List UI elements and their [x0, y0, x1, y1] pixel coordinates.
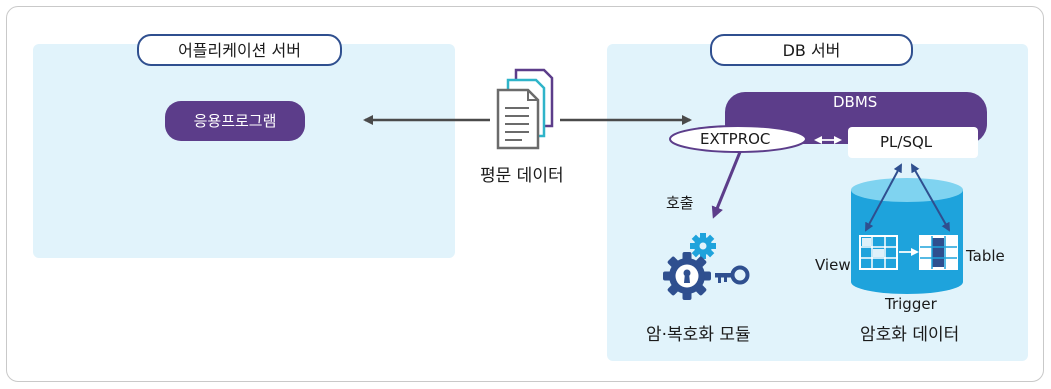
extproc-node: [669, 125, 807, 153]
gear-lock-icon: [663, 233, 716, 300]
plsql-view-arrow: [865, 163, 902, 232]
call-label: 호출: [666, 194, 694, 212]
app-server-title: 어플리케이션 서버: [137, 34, 342, 66]
view-label: View: [815, 256, 851, 274]
dbms-label: DBMS: [833, 93, 878, 111]
plsql-table-arrow: [911, 163, 950, 232]
key-icon: [715, 265, 750, 285]
application-program-box: 응용프로그램: [165, 101, 305, 141]
plaintext-data-label: 평문 데이터: [480, 166, 564, 186]
document-stack-icon: [496, 68, 554, 150]
table-grid-icon: [919, 235, 958, 270]
encrypted-data-label: 암호화 데이터: [860, 325, 960, 345]
trigger-label: Trigger: [885, 295, 937, 313]
db-server-title: DB 서버: [710, 34, 913, 66]
app-server-panel: [33, 44, 455, 258]
call-arrow: [711, 151, 742, 219]
table-label: Table: [966, 247, 1005, 265]
extproc-label: EXTPROC: [700, 130, 771, 148]
plsql-label: PL/SQL: [880, 133, 933, 151]
plsql-node: [848, 127, 978, 158]
view-grid-icon: [859, 235, 898, 270]
crypto-module-label: 암·복호화 모듈: [646, 325, 751, 345]
